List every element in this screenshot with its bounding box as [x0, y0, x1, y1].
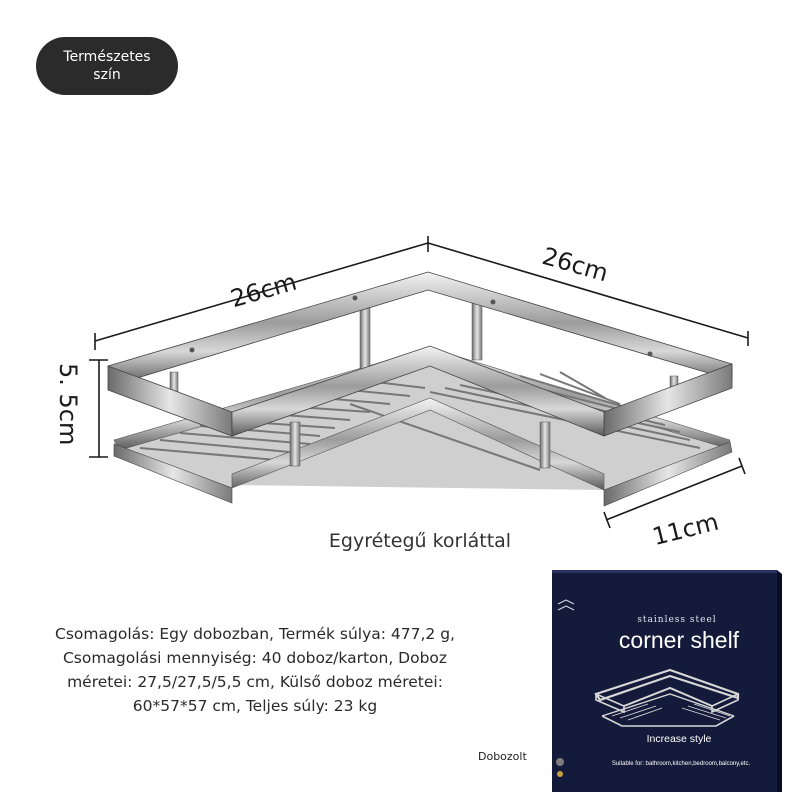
box-badge-dot-1: [556, 758, 564, 766]
box-suitable-text: Suitable for: bathroom,kitchen,bedroom,b…: [611, 761, 751, 767]
box-big-title: corner shelf: [618, 627, 740, 653]
box-badge-dot-2: [557, 771, 563, 777]
brand-logo-icon: [557, 599, 575, 611]
box-small-title: stainless steel: [637, 615, 717, 625]
box-shelf-illustration: [594, 668, 740, 727]
boxed-label: Dobozolt: [478, 750, 527, 763]
dimension-width-left: 26cm: [227, 268, 299, 313]
dimension-depth: 11cm: [649, 508, 721, 551]
shelf-basket: [113, 347, 733, 507]
badge-line-2: szín: [93, 67, 121, 83]
dimension-height: 5. 5cm: [54, 363, 82, 445]
box-tagline: Increase style: [646, 733, 712, 745]
package-box: [552, 570, 782, 792]
shelf-rail: [107, 271, 733, 437]
dimension-lines: [89, 236, 749, 529]
badge-line-1: Természetes: [63, 49, 151, 65]
corner-shelf-illustration: 26cm 26cm 5. 5cm 11cm: [54, 236, 749, 551]
color-option-badge[interactable]: Természetes szín: [36, 37, 178, 95]
dimension-width-right: 26cm: [539, 242, 611, 287]
packaging-specs: Csomagolás: Egy dobozban, Termék súlya: …: [55, 625, 455, 715]
product-caption: Egyrétegű korláttal: [328, 530, 512, 552]
